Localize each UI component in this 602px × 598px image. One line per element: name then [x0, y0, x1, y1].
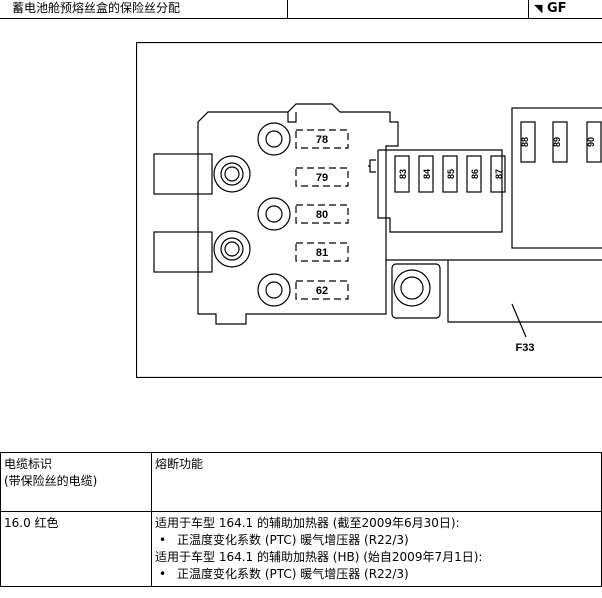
vertical-fuse: [552, 121, 568, 163]
vertical-fuse: [466, 155, 482, 193]
housing-outline: [197, 103, 399, 325]
callout-line: [511, 303, 527, 338]
fuse-bolt: [257, 122, 291, 156]
fuse-label: 84: [422, 169, 432, 179]
fuse-bolt: [265, 205, 283, 223]
fuse-label: 79: [316, 172, 328, 184]
fuse-label: 62: [316, 285, 328, 297]
logo-text: GF: [547, 1, 567, 16]
fuse-slot: [295, 129, 349, 149]
fuse-label: 90: [586, 137, 596, 147]
column-header-cable: 电缆标识 (带保险丝的电缆): [0, 452, 152, 512]
connector-block: [377, 149, 503, 233]
fuse-bolt: [257, 197, 291, 231]
column-header-function: 熔断功能: [151, 452, 602, 512]
right-fuse-module: [511, 107, 602, 249]
vertical-fuse: [520, 121, 536, 163]
fuse-label: 81: [316, 247, 328, 259]
terminal-bolt: [224, 241, 240, 257]
fuse-label: 78: [316, 134, 328, 146]
fuse-label: 87: [494, 169, 504, 179]
fuse-label: 85: [446, 169, 456, 179]
function-line: 适用于车型 164.1 的辅助加热器 (HB) (始自2009年7月1日):: [155, 550, 483, 564]
brand-logo: ◥ GF: [534, 0, 567, 17]
callout-label: F33: [516, 342, 535, 354]
function-bullet: • 正温度变化系数 (PTC) 暖气增压器 (R22/3): [155, 566, 598, 583]
terminal-bolt: [224, 166, 240, 182]
vertical-fuse: [490, 155, 506, 193]
terminal-block: [153, 153, 213, 195]
fuse-slot: [295, 167, 349, 187]
bullet-text: 正温度变化系数 (PTC) 暖气增压器 (R22/3): [177, 567, 409, 581]
page-header: 蓄电池舱预熔丝盒的保险丝分配 ◥ GF: [0, 0, 602, 19]
header-divider: [287, 0, 288, 18]
bullet-icon: •: [159, 567, 167, 581]
bolt: [400, 276, 424, 300]
fuse-slot: [295, 242, 349, 262]
fuse-box-diagram: 78 79 80 81 62 83 84 85 86 87 88 89 90 F…: [136, 42, 602, 378]
table-row: 16.0 红色 适用于车型 164.1 的辅助加热器 (截至2009年6月30日…: [0, 511, 602, 587]
bolt-boss: [391, 263, 441, 319]
bolt: [393, 269, 431, 307]
function-cell: 适用于车型 164.1 的辅助加热器 (截至2009年6月30日): • 正温度变…: [151, 511, 602, 587]
fuse-bolt: [265, 281, 283, 299]
fuse-bolt: [257, 273, 291, 307]
cable-cell: 16.0 红色: [0, 511, 152, 587]
terminal-bolt: [220, 237, 244, 261]
function-line: 适用于车型 164.1 的辅助加热器 (截至2009年6月30日):: [155, 516, 460, 530]
header-text: (带保险丝的电缆): [4, 474, 98, 488]
fuse-label: 88: [520, 137, 530, 147]
fuse-label: 83: [398, 169, 408, 179]
bullet-icon: •: [159, 533, 167, 547]
fuse-slot: [295, 204, 349, 224]
fuse-label: 89: [552, 137, 562, 147]
vertical-fuse: [442, 155, 458, 193]
vertical-fuse: [586, 121, 602, 163]
terminal-bolt: [220, 162, 244, 186]
housing-notch: [287, 112, 297, 123]
connector-latch: [368, 159, 376, 173]
terminal-bolt: [213, 230, 251, 268]
fuse-bolt: [265, 130, 283, 148]
terminal-block: [153, 231, 213, 273]
vertical-fuse: [394, 155, 410, 193]
terminal-bolt: [213, 155, 251, 193]
vertical-fuse: [418, 155, 434, 193]
lower-housing: [386, 259, 602, 323]
diagram-frame: [136, 42, 602, 378]
fuse-label: 80: [316, 209, 328, 221]
fuse-function-table: 电缆标识 (带保险丝的电缆) 熔断功能 16.0 红色 适用于车型 164.1 …: [0, 452, 602, 587]
fuse-slot: [295, 280, 349, 300]
header-text: 电缆标识: [4, 457, 53, 471]
fuse-label: 86: [470, 169, 480, 179]
header-divider: [528, 0, 529, 18]
page-title: 蓄电池舱预熔丝盒的保险丝分配: [12, 1, 181, 15]
table-header-row: 电缆标识 (带保险丝的电缆) 熔断功能: [0, 452, 602, 512]
bullet-text: 正温度变化系数 (PTC) 暖气增压器 (R22/3): [177, 533, 409, 547]
logo-mark-icon: ◥: [534, 2, 543, 15]
function-bullet: • 正温度变化系数 (PTC) 暖气增压器 (R22/3): [155, 532, 598, 549]
